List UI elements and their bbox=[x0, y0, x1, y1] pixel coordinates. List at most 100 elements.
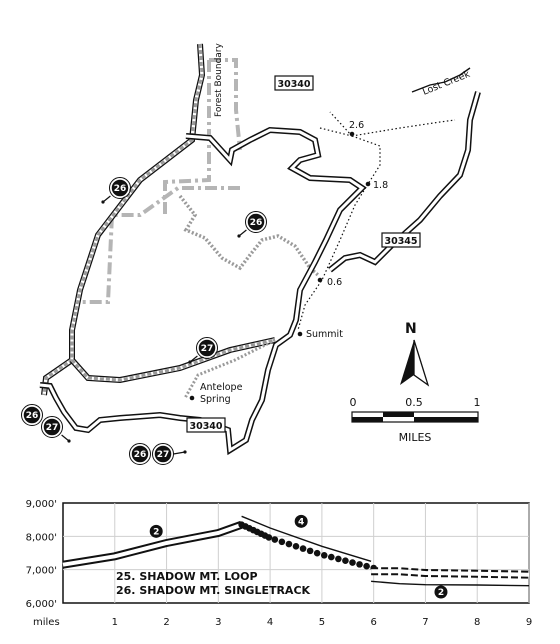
x-tick-label: 7 bbox=[422, 617, 428, 628]
x-tick-label: 6 bbox=[370, 617, 376, 628]
route-marker: 26 bbox=[101, 177, 131, 204]
series-dot bbox=[285, 540, 293, 548]
profile-series-4 bbox=[371, 580, 530, 587]
junction-dot bbox=[365, 181, 371, 187]
road-sign-30345: 30345 bbox=[381, 232, 421, 248]
road-number: 30340 bbox=[277, 79, 310, 90]
route-marker: 27 bbox=[41, 416, 71, 443]
legend-entry: 25. SHADOW MT. LOOP bbox=[116, 570, 258, 583]
forest-label: Forest Boundary bbox=[214, 43, 224, 117]
series-line bbox=[241, 515, 372, 562]
junction-dot bbox=[317, 277, 323, 283]
direction-arrow-icon bbox=[173, 451, 186, 455]
route-number: 27 bbox=[46, 423, 59, 433]
x-tick-labels: 1 2 3 4 5 6 7 8 9 bbox=[112, 617, 533, 628]
scale-tick-label: 1 bbox=[474, 396, 481, 409]
scale-tick-label: 0 bbox=[350, 396, 357, 409]
route-number: 26 bbox=[114, 184, 127, 194]
lost-creek bbox=[411, 67, 471, 93]
spring-label: Antelope Spring bbox=[200, 382, 245, 405]
scale-unit-label: MILES bbox=[399, 431, 432, 444]
series-dot bbox=[328, 553, 335, 561]
profile-series-0 bbox=[62, 520, 243, 569]
route-marker: 27 bbox=[188, 337, 218, 364]
route-marker: 26 bbox=[21, 404, 43, 426]
road-number: 30340 bbox=[189, 421, 222, 432]
route-number: 26 bbox=[134, 450, 147, 460]
profile-series-2 bbox=[241, 515, 372, 562]
segment-marker: 2 bbox=[149, 524, 163, 538]
forest-boundary-line bbox=[82, 58, 242, 304]
mileage-label: 1.8 bbox=[373, 180, 388, 191]
forest-road bbox=[39, 91, 481, 456]
x-tick-label: 1 bbox=[112, 617, 118, 628]
segment-number: 2 bbox=[153, 528, 159, 538]
profile-segment-markers: 2 4 2 bbox=[149, 514, 448, 599]
series-dot bbox=[356, 561, 363, 568]
segment-marker: 4 bbox=[294, 514, 308, 528]
y-tick-label: 6,000' bbox=[26, 599, 57, 610]
junction-dots bbox=[189, 131, 371, 401]
y-tick-label: 8,000' bbox=[26, 532, 57, 543]
segment-number: 4 bbox=[298, 518, 304, 528]
series-dot bbox=[363, 562, 370, 570]
x-tick-label: 5 bbox=[319, 617, 325, 628]
series-dot bbox=[292, 543, 300, 550]
series-dot bbox=[271, 536, 279, 543]
y-tick-labels: 6,000'7,000'8,000'9,000' bbox=[26, 499, 57, 610]
series-dot bbox=[306, 547, 314, 555]
series-dot bbox=[299, 545, 307, 552]
series-dot bbox=[335, 555, 342, 563]
singletrack-trail bbox=[178, 194, 320, 277]
route-marker: 26 bbox=[129, 443, 151, 465]
x-tick-label: 3 bbox=[215, 617, 221, 628]
series-dot bbox=[342, 557, 349, 565]
series-dot bbox=[320, 551, 328, 559]
segment-marker: 2 bbox=[434, 585, 448, 599]
route-number: 26 bbox=[250, 218, 263, 228]
trail-map: Forest Boundary Lost Creek 30340 30345 3… bbox=[21, 43, 481, 465]
series-dot bbox=[265, 534, 273, 541]
series-dot bbox=[349, 559, 356, 566]
x-tick-label: 4 bbox=[267, 617, 273, 628]
series-dot bbox=[278, 538, 286, 546]
north-arrow-half bbox=[413, 339, 430, 387]
x-tick-label: 9 bbox=[526, 617, 532, 628]
x-axis-label: miles bbox=[33, 617, 60, 628]
series-line bbox=[371, 580, 530, 587]
scale-bar: 0 0.5 1 MILES bbox=[350, 396, 481, 444]
summit-label: Summit bbox=[306, 329, 343, 340]
road-sign-30340-bottom: 30340 bbox=[186, 417, 226, 433]
unimproved-track bbox=[297, 111, 456, 331]
road-sign-30340-top: 30340 bbox=[274, 75, 314, 91]
profile-series bbox=[62, 515, 530, 587]
junction-dot bbox=[349, 131, 355, 137]
profile-series-1 bbox=[238, 521, 377, 572]
profile-series-3 bbox=[371, 567, 530, 579]
summit-dot bbox=[297, 331, 303, 337]
y-tick-label: 9,000' bbox=[26, 499, 57, 510]
road-number: 30345 bbox=[384, 236, 417, 247]
route-number: 26 bbox=[26, 411, 39, 421]
loop-trail bbox=[41, 43, 276, 399]
mileage-label: 0.6 bbox=[327, 277, 342, 288]
scale-tick-label: 0.5 bbox=[405, 396, 423, 409]
mileage-label: 2.6 bbox=[349, 120, 364, 131]
segment-number: 2 bbox=[438, 588, 444, 598]
north-letter: N bbox=[405, 321, 417, 337]
x-tick-label: 2 bbox=[163, 617, 169, 628]
spring-dot bbox=[189, 395, 195, 401]
route-markers: 26 26 27 26 27 26 27 bbox=[21, 177, 267, 465]
route-number: 27 bbox=[157, 450, 170, 460]
route-marker: 27 bbox=[152, 443, 187, 465]
x-tick-label: 8 bbox=[474, 617, 480, 628]
north-arrow-icon bbox=[400, 340, 414, 385]
series-dot bbox=[313, 549, 321, 557]
legend-entry: 26. SHADOW MT. SINGLETRACK bbox=[116, 584, 311, 597]
route-number: 27 bbox=[201, 344, 214, 354]
route-marker: 26 bbox=[237, 211, 267, 238]
north-arrow: N bbox=[400, 321, 430, 387]
